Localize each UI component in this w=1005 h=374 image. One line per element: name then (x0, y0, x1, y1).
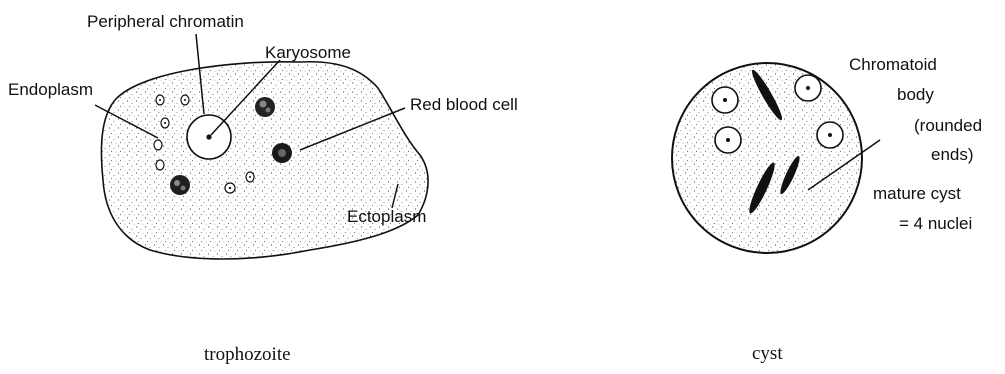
cyst-figure: Chromatoid body (rounded ends) mature cy… (672, 55, 982, 364)
trophozoite-cell-body (101, 62, 428, 259)
red-blood-cell-3 (170, 175, 190, 195)
red-blood-cell-1 (255, 97, 275, 117)
caption-cyst: cyst (752, 343, 783, 364)
label-four-nuclei: = 4 nuclei (899, 214, 972, 233)
label-chromatoid-2: body (897, 85, 934, 104)
label-mature-cyst: mature cyst (873, 184, 961, 203)
label-red-blood-cell: Red blood cell (410, 95, 518, 114)
label-ectoplasm: Ectoplasm (347, 207, 426, 226)
label-chromatoid-4: ends) (931, 145, 974, 164)
karyosome-dot (206, 134, 211, 139)
label-chromatoid-3: (rounded (914, 116, 982, 135)
caption-trophozoite: trophozoite (204, 344, 291, 365)
label-karyosome: Karyosome (265, 43, 351, 62)
red-blood-cell-2 (272, 143, 292, 163)
label-chromatoid-1: Chromatoid (849, 55, 937, 74)
trophozoite-figure: Peripheral chromatin Karyosome Endoplasm… (8, 12, 518, 365)
label-endoplasm: Endoplasm (8, 80, 93, 99)
label-peripheral-chromatin: Peripheral chromatin (87, 12, 244, 31)
